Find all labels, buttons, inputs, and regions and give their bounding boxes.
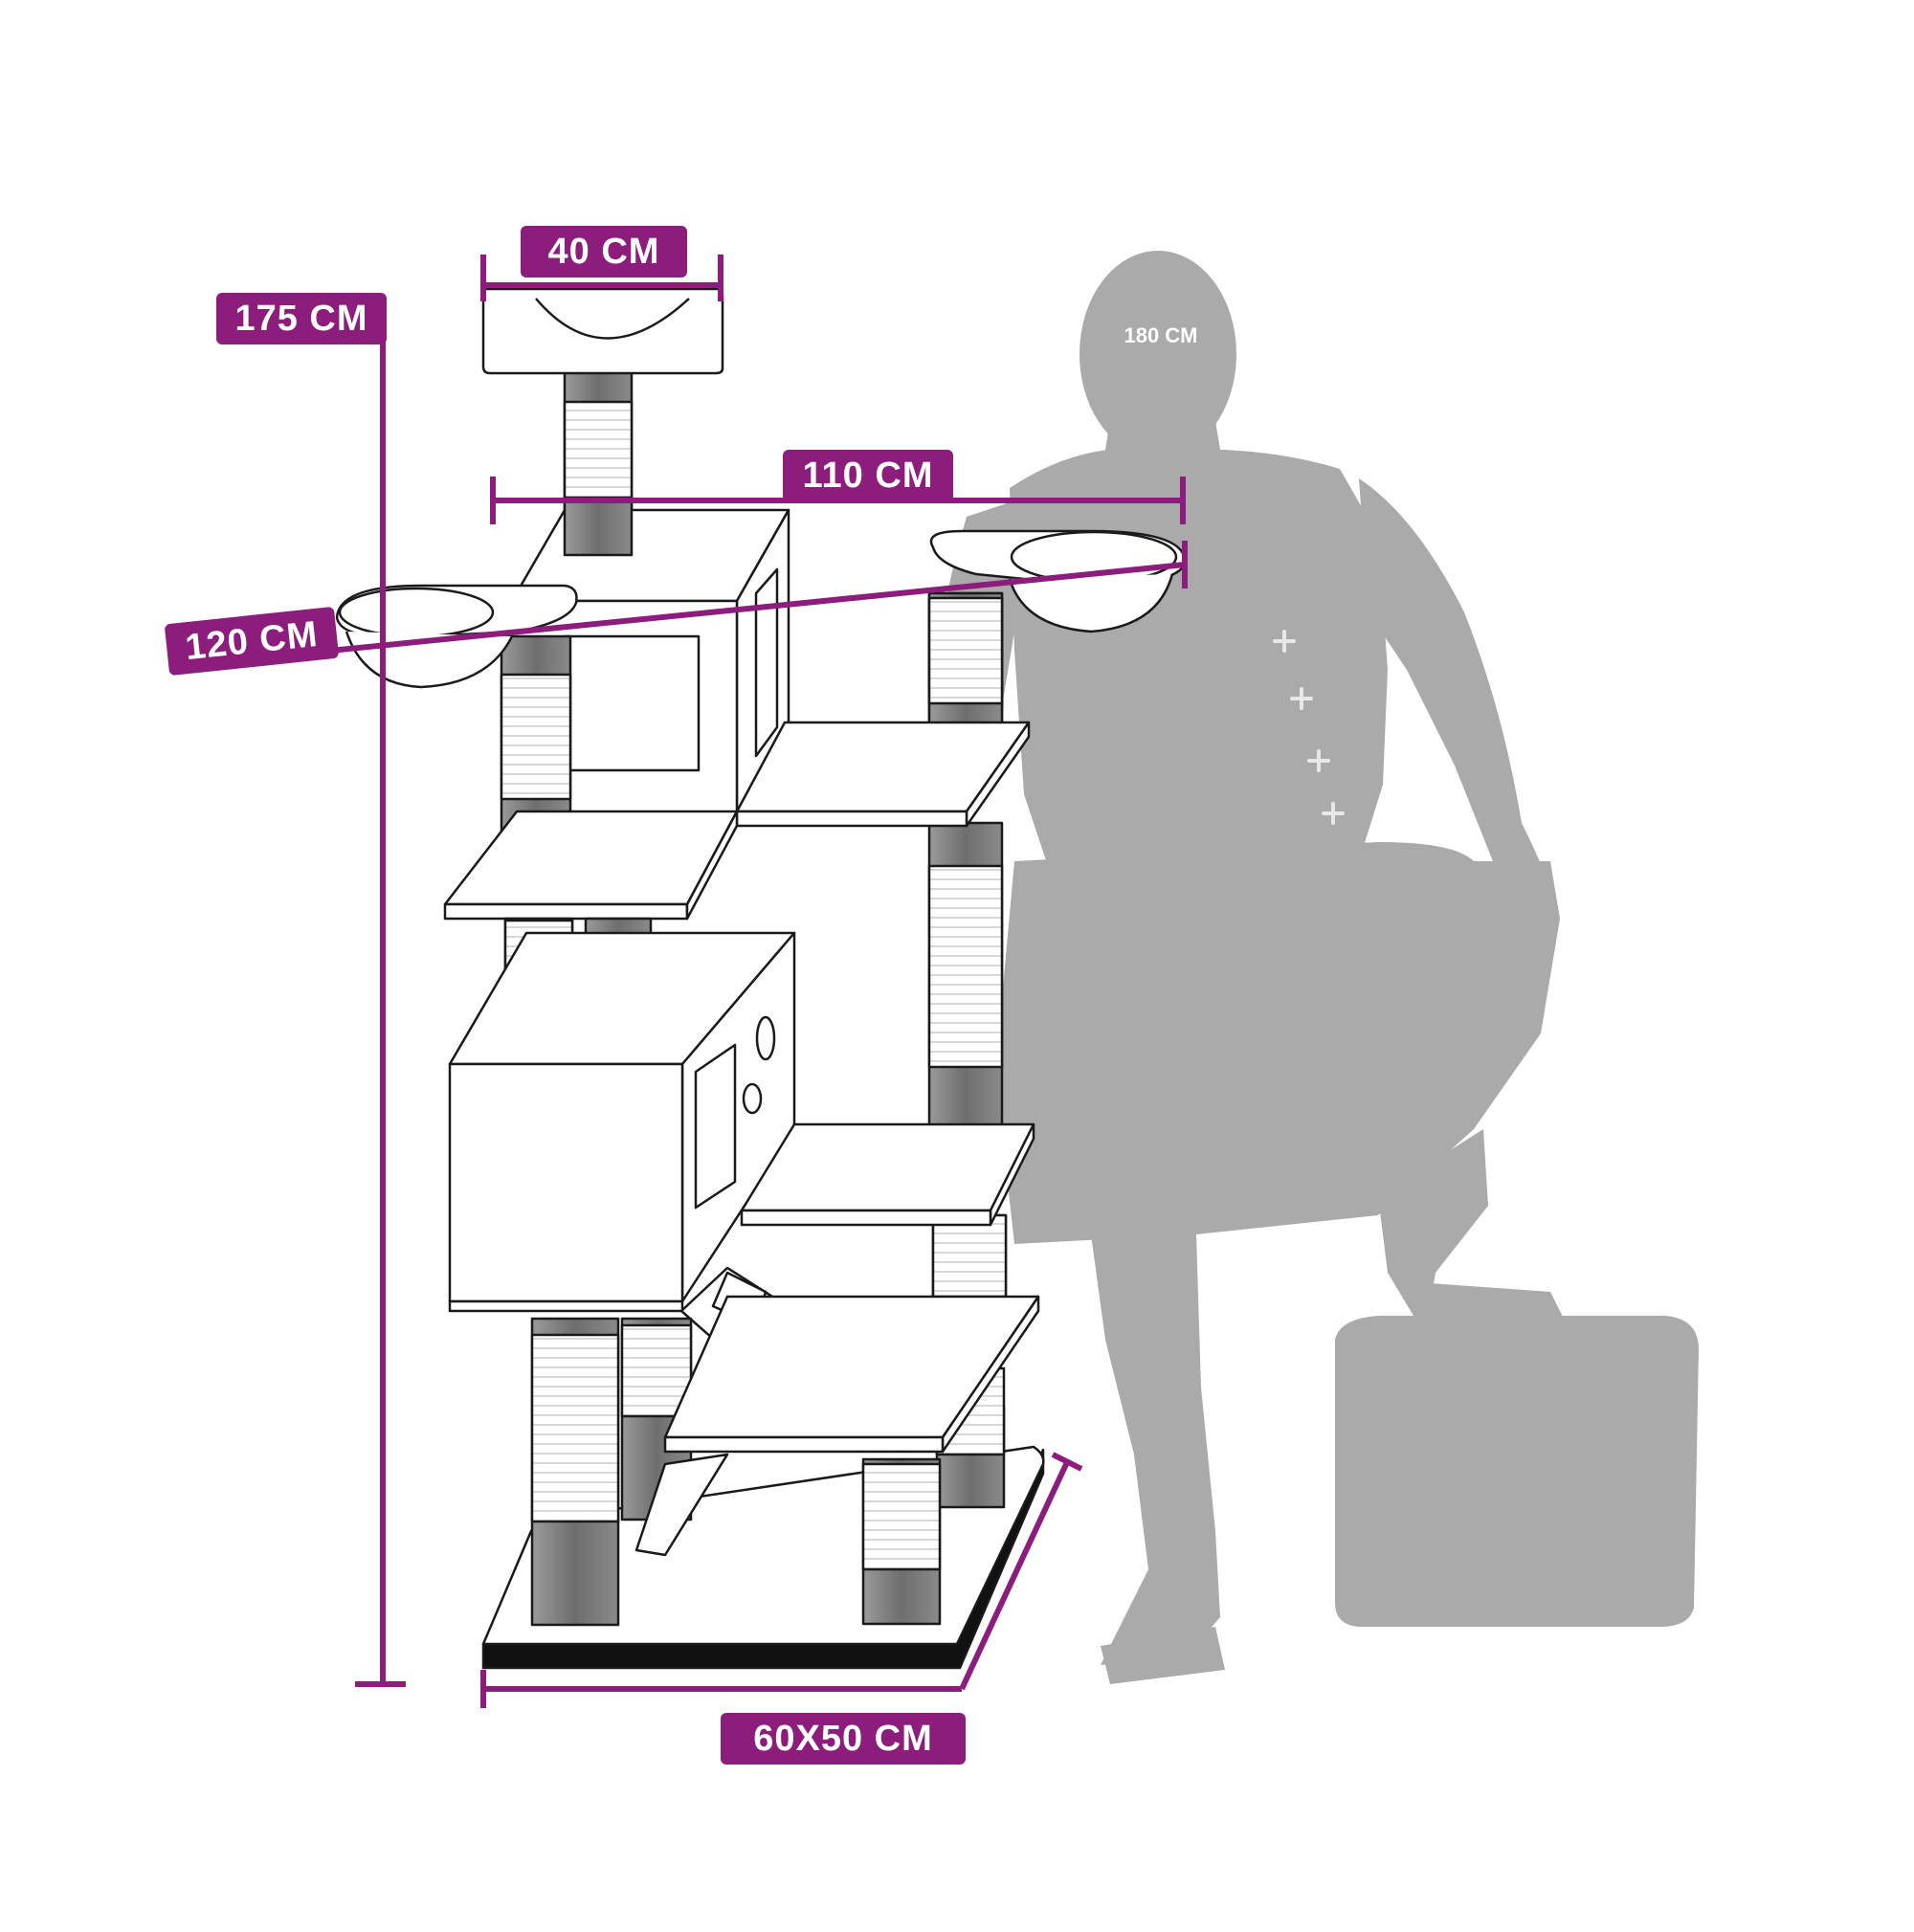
diagonal-width-line (329, 562, 1186, 654)
bowl-left-inner (338, 587, 495, 638)
cat-tree (335, 285, 1187, 1670)
post-center-lower-sisal (620, 1323, 693, 1418)
base-size-label: 60X50 CM (721, 1713, 966, 1765)
person-right-leg (1378, 1129, 1488, 1330)
post-left-upper-sisal (500, 673, 572, 801)
lower-condo-side-window (694, 1043, 737, 1210)
top-bed-hammock (535, 298, 690, 340)
person-head (1079, 251, 1236, 457)
post-front-right-lower-sisal (861, 1462, 942, 1571)
post-left-lower-sisal (530, 1333, 620, 1523)
platform-left-front (443, 902, 689, 921)
platform-right-middle-front (740, 1209, 992, 1227)
person-shorts (995, 842, 1560, 1244)
lower-condo-bottom (448, 1299, 684, 1313)
bowl-right-body (1008, 573, 1174, 633)
person-foot-left (1101, 1627, 1225, 1684)
person-left-leg (1091, 1234, 1220, 1665)
shirt-print (1273, 630, 1345, 825)
platform-right-middle (740, 1122, 1035, 1212)
platform-right-lower-front (663, 1435, 945, 1454)
base-depth-cap (1051, 1452, 1083, 1472)
lower-ramp (634, 1453, 729, 1557)
upper-condo-side-window (754, 567, 779, 758)
platform-right-upper-front (735, 810, 968, 828)
platform-left (443, 810, 739, 906)
post-right-top-sisal (927, 596, 1004, 705)
lower-condo-front (448, 1062, 684, 1303)
top-bed-width-label: 40 CM (521, 226, 687, 278)
pouf (1335, 1316, 1699, 1627)
dimension-lines (329, 255, 1188, 1708)
post-back-right-lower-sisal (931, 1213, 1008, 1299)
post-top-sisal (563, 400, 634, 504)
person-right-arm (1359, 478, 1560, 938)
lower-condo-hole-1 (755, 1015, 776, 1061)
platform-left-edge (685, 810, 739, 921)
post-back-right-middle-sisal (927, 864, 1004, 1069)
post-top-lower (563, 496, 634, 557)
span-width-label: 110 CM (783, 450, 953, 501)
person-silhouette (933, 251, 1699, 1684)
total-height-label: 175 CM (216, 293, 387, 344)
upper-condo-window (563, 634, 701, 772)
base-depth-line (959, 1460, 1070, 1691)
person-torso (1010, 448, 1388, 880)
lower-condo-hole-2 (742, 1082, 763, 1115)
person-height-label: 180 CM (1124, 323, 1197, 347)
